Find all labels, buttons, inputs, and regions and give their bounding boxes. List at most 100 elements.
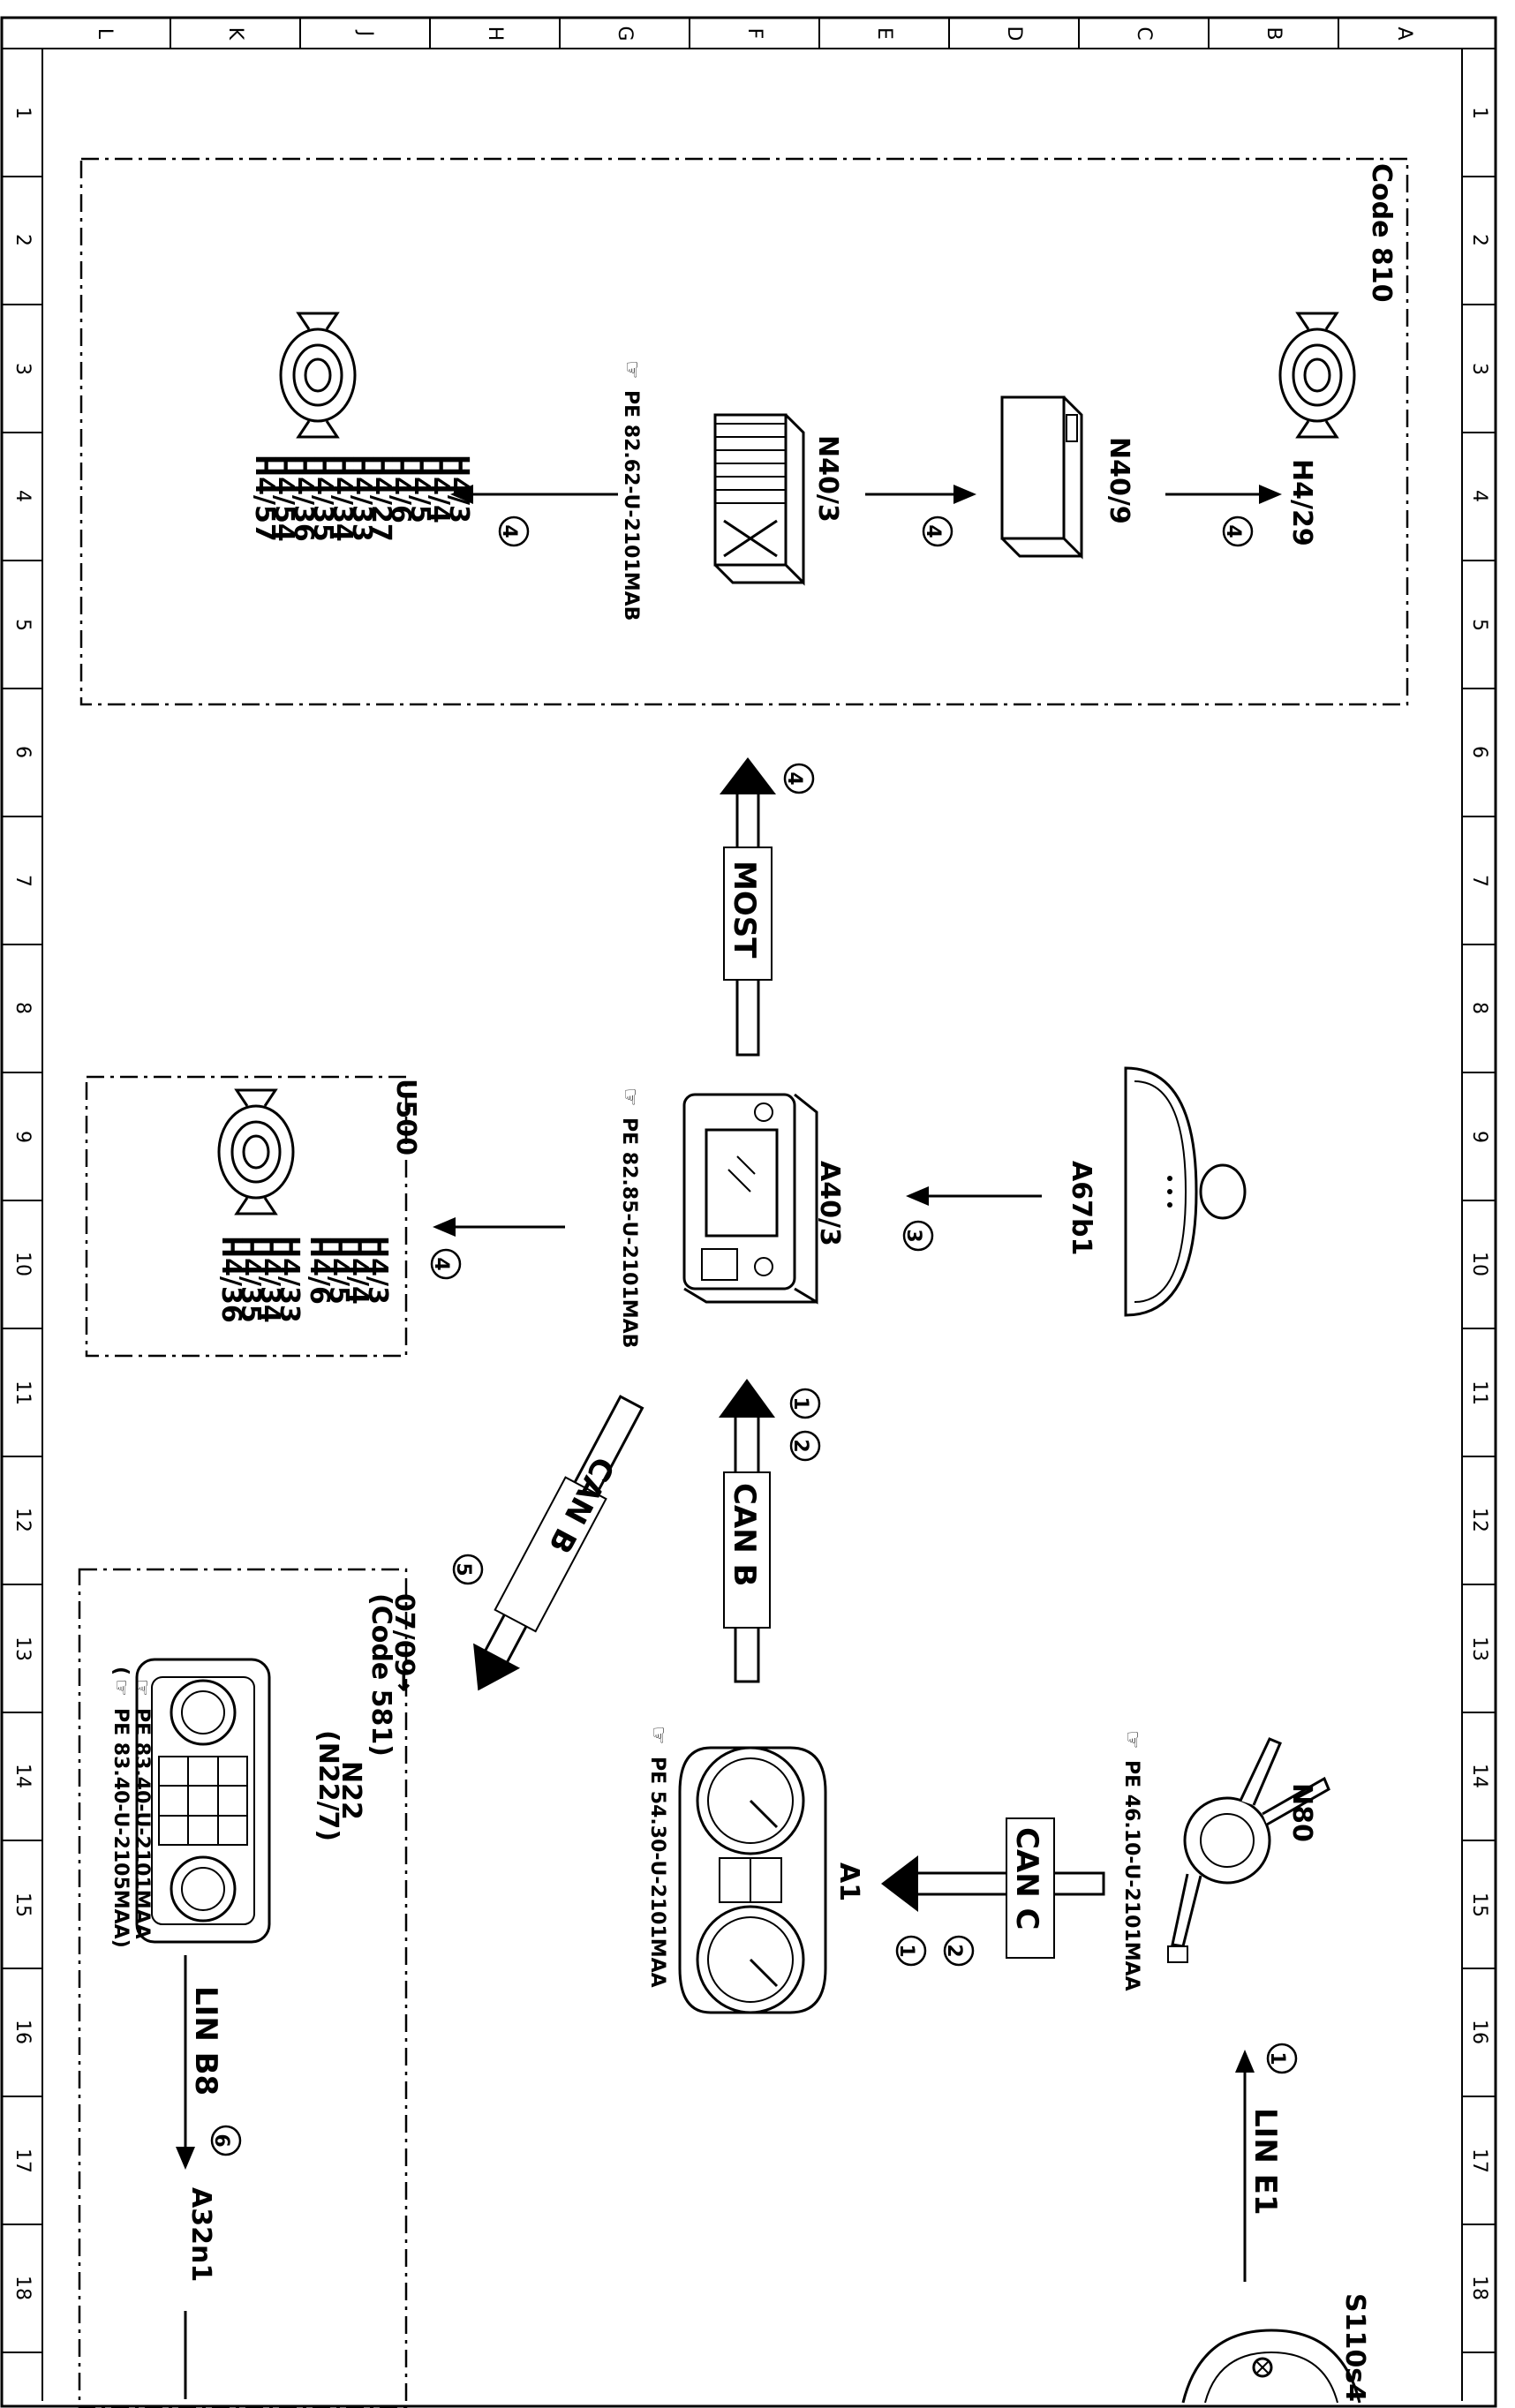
row-label-13-right: 13 xyxy=(1468,1637,1490,1661)
row-label-18-right: 18 xyxy=(1468,2276,1490,2300)
row-label-5-right: 5 xyxy=(1468,619,1490,631)
a40-3-label: A40/3 xyxy=(814,1161,845,1246)
row-label-9-right: 9 xyxy=(1468,1131,1490,1143)
marker-3-text: 3 xyxy=(902,1229,924,1242)
row-label-9-left: 9 xyxy=(11,1131,34,1143)
marker-6-text: 6 xyxy=(210,2133,232,2147)
row-label-17-right: 17 xyxy=(1468,2148,1490,2173)
lin-e1-label: LIN E1 xyxy=(1247,2108,1283,2216)
speaker-810-4: H4/27 xyxy=(366,455,396,542)
row-label-12-left: 12 xyxy=(11,1508,34,1532)
speaker-u500-3: H4/6 xyxy=(304,1236,335,1305)
row-label-5-left: 5 xyxy=(11,619,34,631)
can-c-bus-label: CAN C xyxy=(1009,1827,1044,1930)
arrow-head-h4-29 xyxy=(1259,485,1282,504)
marker-4-n40-9 xyxy=(922,515,953,547)
speaker-u500-2: H4/5 xyxy=(323,1236,354,1305)
a40-3-head-unit-icon xyxy=(682,1093,818,1305)
row-label-3-right: 3 xyxy=(1468,363,1490,375)
climate-group-box xyxy=(78,1568,408,2408)
col-label-l: L xyxy=(94,28,116,40)
speaker-group-810-icon xyxy=(279,312,357,439)
marker-3 xyxy=(902,1220,934,1252)
speaker-810-3: H4/6 xyxy=(385,455,416,523)
row-label-1-left: 1 xyxy=(11,107,34,119)
most-bus-label: MOST xyxy=(727,861,762,959)
n22-ref2-hand-icon: ☞ xyxy=(109,1679,132,1697)
row-label-7-right: 7 xyxy=(1468,875,1490,887)
marker-2-can-b xyxy=(789,1430,821,1462)
marker-4-most xyxy=(783,763,815,794)
h4-29-label: H4/29 xyxy=(1286,459,1317,546)
n22-ref1: PE 83.40-U-2101MAA xyxy=(131,1708,153,1939)
code-810-label: Code 810 xyxy=(1366,163,1397,303)
u500-label: U500 xyxy=(390,1079,421,1155)
marker-2-can-b-text: 2 xyxy=(789,1439,811,1452)
marker-1-lin-e1 xyxy=(1266,2043,1298,2074)
speaker-810-8: H4/36 xyxy=(288,455,319,542)
row-label-6-left: 6 xyxy=(11,746,34,758)
speaker-810-5: H4/33 xyxy=(346,455,377,542)
n22-climate-panel-icon xyxy=(135,1658,271,1944)
a1-ref-hand-icon: ☞ xyxy=(646,1726,671,1745)
col-label-j: J xyxy=(354,29,376,37)
can-c-bus-label-box xyxy=(1006,1817,1055,1959)
row-label-12-right: 12 xyxy=(1468,1508,1490,1532)
row-label-17-left: 17 xyxy=(11,2148,34,2173)
a1-label: A1 xyxy=(833,1862,864,1901)
speaker-810-2: H4/5 xyxy=(404,455,435,523)
row-label-13-left: 13 xyxy=(11,1637,34,1661)
speaker-u500-1: H4/4 xyxy=(343,1236,373,1305)
marker-1-lin-e1-text: 1 xyxy=(1266,2051,1288,2065)
marker-1-can-b xyxy=(789,1388,821,1419)
lin-e1-arrow-head xyxy=(1235,2050,1255,2073)
a67b1-label: A67b1 xyxy=(1066,1161,1097,1255)
col-label-c: C xyxy=(1133,26,1155,40)
row-label-15-left: 15 xyxy=(11,1893,34,1917)
n80-ref: PE 46.10-U-2101MAA xyxy=(1120,1760,1142,1991)
can-b-bus-label: CAN B xyxy=(727,1483,762,1586)
marker-4-speakers-810 xyxy=(498,515,530,547)
row-label-15-right: 15 xyxy=(1468,1893,1490,1917)
row-label-16-right: 16 xyxy=(1468,2020,1490,2044)
marker-4-u500 xyxy=(430,1248,462,1280)
speaker-810-10: H4/57 xyxy=(249,455,280,542)
n40-9-module-icon xyxy=(1000,395,1083,560)
n40-3-ref-hand-icon: ☞ xyxy=(620,360,644,380)
n40-9-label: N40/9 xyxy=(1104,437,1134,524)
n80-label: N80 xyxy=(1286,1783,1317,1842)
speaker-h4-29-icon xyxy=(1278,312,1356,439)
a40-3-ref: PE 82.85-U-2101MAB xyxy=(618,1117,640,1348)
a67b1-mirror-icon xyxy=(1124,1066,1247,1317)
row-ticks xyxy=(2,176,1496,2353)
row-label-2-right: 2 xyxy=(1468,234,1490,246)
marker-4-speakers-810-text: 4 xyxy=(498,524,520,538)
speaker-u500-6: H4/35 xyxy=(235,1236,266,1323)
speaker-810-1: H4/4 xyxy=(424,455,455,523)
speaker-group-u500-icon xyxy=(217,1088,295,1215)
row-label-11-right: 11 xyxy=(1468,1381,1490,1405)
n22-ref2-prefix: ( xyxy=(109,1667,132,1675)
a1-ref: PE 54.30-U-2101MAA xyxy=(646,1757,668,1988)
n80-ref-hand-icon: ☞ xyxy=(1120,1730,1145,1750)
row-label-8-right: 8 xyxy=(1468,1002,1490,1014)
row-label-14-left: 14 xyxy=(11,1764,34,1788)
row-label-6-right: 6 xyxy=(1468,746,1490,758)
row-label-16-left: 16 xyxy=(11,2020,34,2044)
row-label-4-left: 4 xyxy=(11,490,34,502)
n40-3-amplifier-icon xyxy=(713,413,805,586)
col-label-d: D xyxy=(1003,26,1025,41)
col-label-h: H xyxy=(484,26,506,41)
speaker-810-0: H4/3 xyxy=(443,455,474,523)
marker-5 xyxy=(452,1554,484,1585)
marker-4-n40-9-text: 4 xyxy=(922,524,944,538)
speaker-u500-5: H4/34 xyxy=(254,1236,285,1323)
marker-6 xyxy=(210,2125,242,2156)
col-label-b: B xyxy=(1262,26,1285,40)
n40-3-ref: PE 82.62-U-2101MAB xyxy=(620,390,642,621)
code-581-label: (Code 581) xyxy=(366,1593,396,1757)
n22-label: N22 xyxy=(335,1761,366,1820)
n40-3-label: N40/3 xyxy=(812,435,843,523)
marker-1-can-c-text: 1 xyxy=(895,1944,917,1957)
